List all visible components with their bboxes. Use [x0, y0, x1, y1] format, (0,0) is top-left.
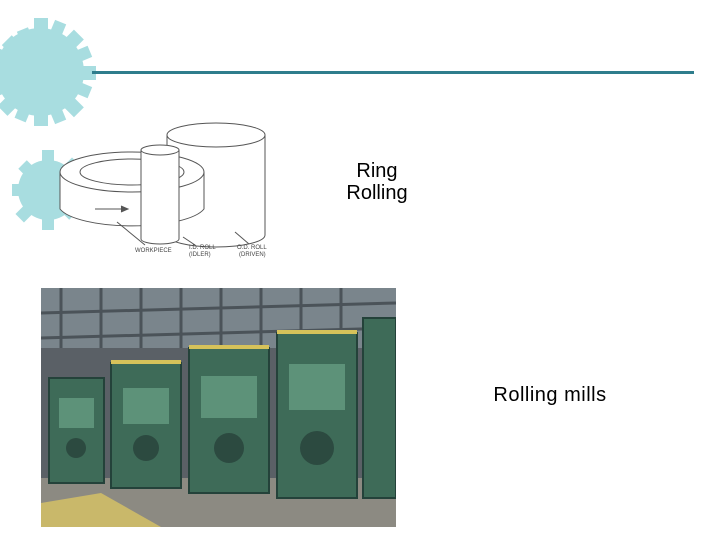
od-roll-label: O.D. ROLL	[237, 245, 267, 251]
id-roll-sublabel: (IDLER)	[189, 252, 211, 258]
ring-rolling-caption: Ring Rolling	[322, 160, 432, 204]
title-rule	[92, 71, 694, 74]
gear-icon	[0, 18, 96, 126]
rolling-mill-photo	[41, 288, 396, 527]
od-roll-sublabel: (DRIVEN)	[239, 252, 266, 258]
ring-rolling-diagram: WORKPIECE I.D. ROLL (IDLER) O.D. ROLL (D…	[59, 122, 267, 258]
workpiece-label: WORKPIECE	[135, 248, 172, 254]
caption-line: Ring	[356, 160, 398, 182]
rolling-mills-caption: Rolling mills	[493, 384, 607, 406]
caption-line: Rolling	[346, 182, 408, 204]
id-roll-label: I.D. ROLL	[189, 245, 216, 251]
